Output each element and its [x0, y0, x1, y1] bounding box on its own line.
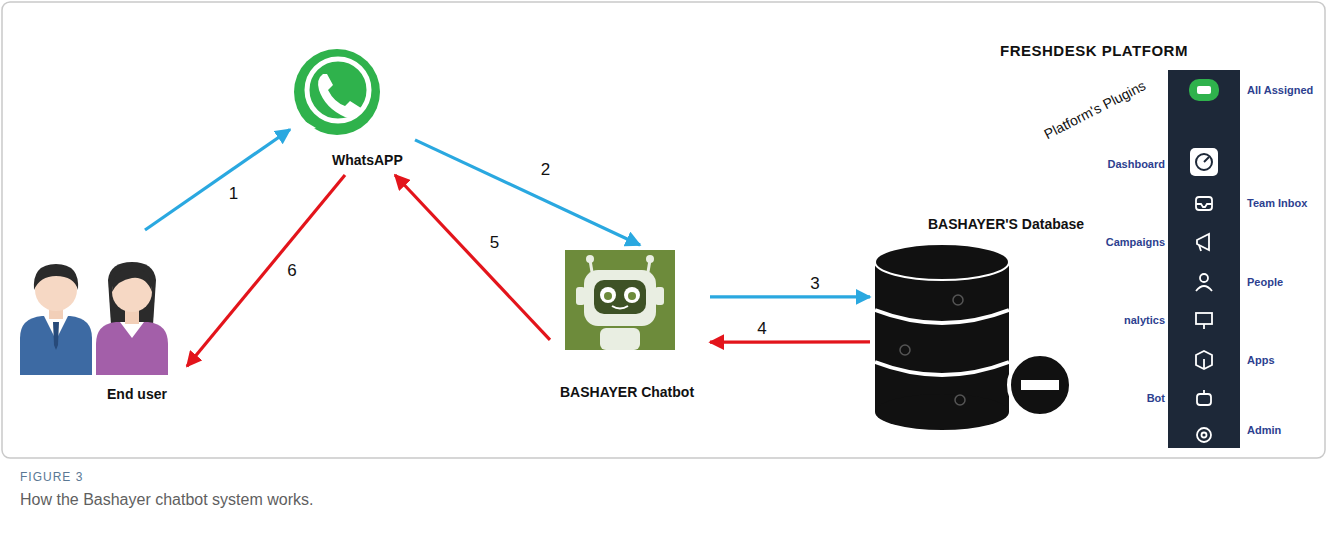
plugin-label: Platform's Plugins — [1041, 77, 1148, 143]
node-box: BASHAYER'S Database — [870, 215, 1092, 440]
flow-arrow — [710, 295, 870, 298]
figure-caption: How the Bashayer chatbot system works. — [20, 490, 313, 509]
step-number: 3 — [807, 275, 822, 293]
step-number: 4 — [754, 320, 769, 338]
node-label: BASHAYER'S Database — [928, 215, 1084, 233]
plugin-label: Bot — [1147, 392, 1165, 405]
step-number: 5 — [487, 234, 502, 252]
figure-border — [2, 2, 1325, 458]
plugin-label: Dashboard — [1108, 158, 1165, 171]
whatsapp-icon — [294, 49, 380, 135]
node-box: BASHAYER Chatbot — [550, 245, 710, 407]
platform-heading: FRESHDESK PLATFORM — [1000, 42, 1188, 60]
node-box: WhatsAPP — [290, 45, 415, 175]
step-number: 6 — [284, 262, 299, 280]
flow-arrow — [710, 340, 870, 344]
plugin-label: People — [1247, 276, 1283, 289]
step-number: 2 — [538, 161, 553, 179]
plugin-label: All Assigned — [1247, 84, 1313, 97]
database-icon — [875, 244, 1071, 430]
sidebar-panel — [1168, 70, 1240, 448]
flow-arrow — [145, 130, 290, 231]
node-label: BASHAYER Chatbot — [560, 383, 694, 401]
node-box: End user — [12, 230, 187, 407]
node-label: WhatsAPP — [332, 151, 403, 169]
flow-arrow — [415, 140, 640, 245]
node-label: End user — [107, 385, 167, 403]
figure-number: FIGURE 3 — [20, 470, 83, 484]
step-number: 1 — [226, 185, 241, 203]
plugin-label: Apps — [1247, 354, 1275, 367]
flow-arrow — [395, 175, 550, 340]
robot-icon — [565, 250, 675, 350]
plugin-label: Admin — [1247, 424, 1281, 437]
plugin-label: Team Inbox — [1247, 197, 1307, 210]
flow-arrow — [187, 175, 345, 366]
plugin-label: nalytics — [1124, 314, 1165, 327]
people-icon — [20, 262, 168, 375]
plugin-label: Campaigns — [1106, 236, 1165, 249]
